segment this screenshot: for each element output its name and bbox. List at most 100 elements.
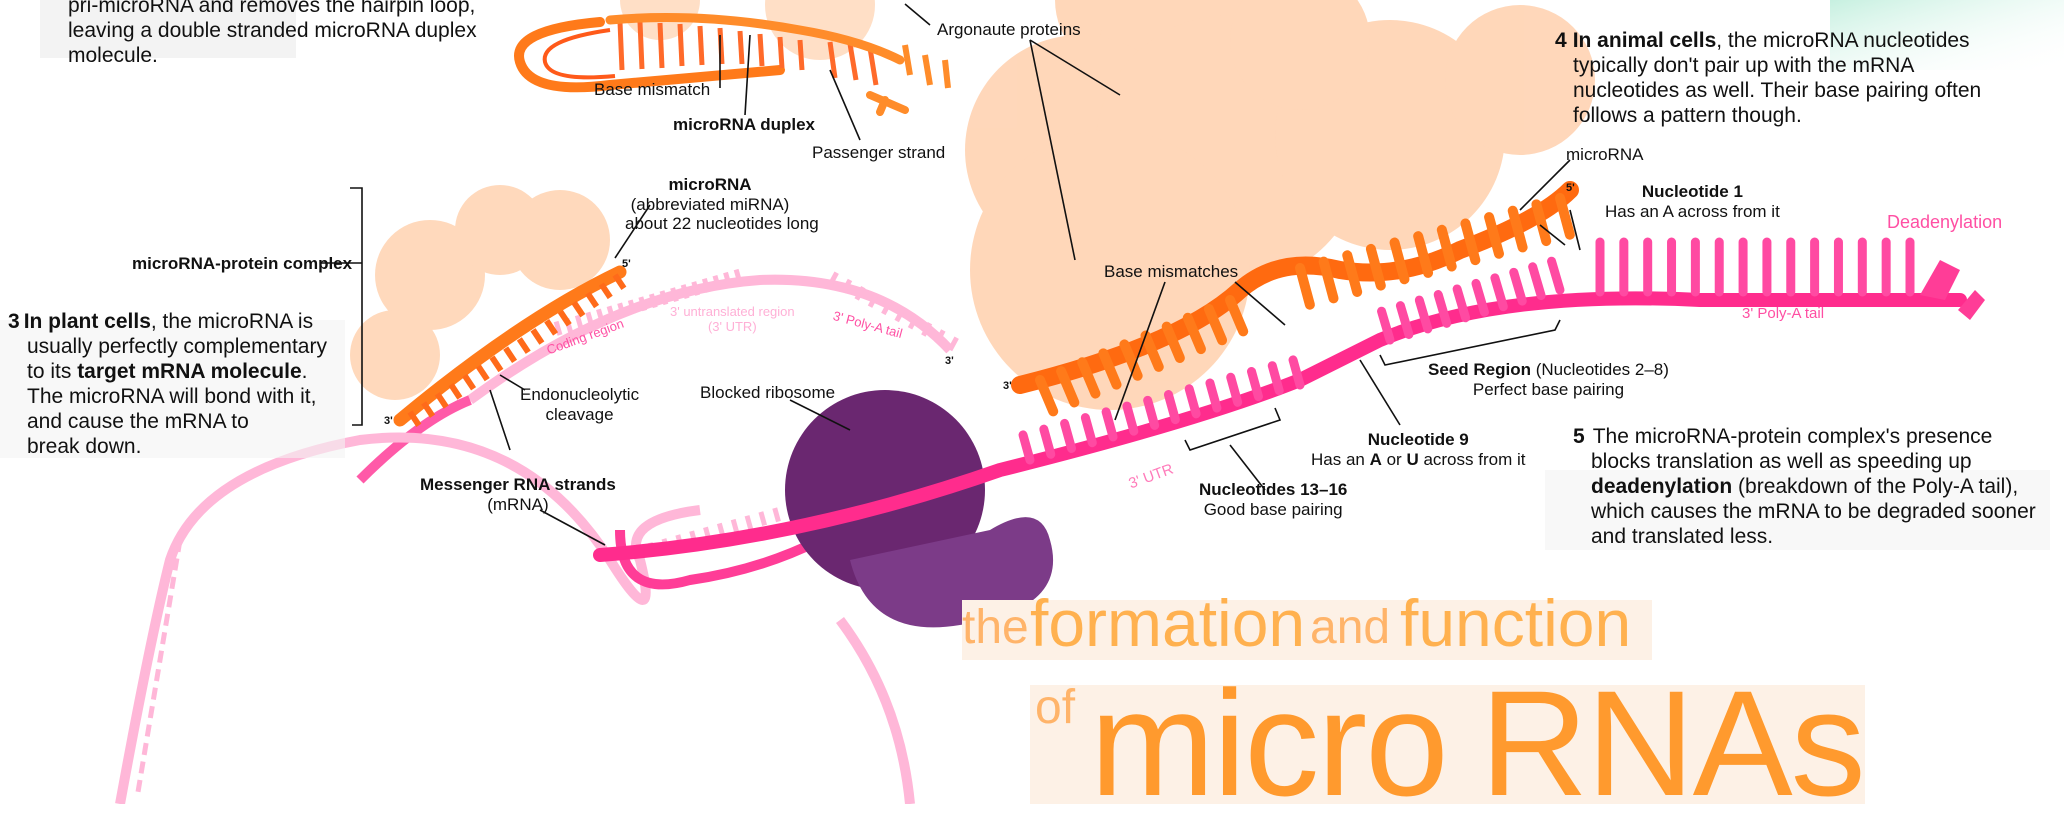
label-seed-region-group: Seed Region (Nucleotides 2–8) Perfect ba… xyxy=(1428,360,1669,399)
loop-mrna-base xyxy=(144,724,152,737)
loop-mrna-base xyxy=(163,613,171,627)
step3-line3b: target mRNA molecule xyxy=(77,360,302,383)
corner-tint xyxy=(1830,0,2064,70)
title-bg-1 xyxy=(962,600,1652,660)
right-end-3: 3' xyxy=(1003,380,1012,392)
plant-mrna-base xyxy=(596,308,605,324)
plant-microrna-base xyxy=(421,401,436,418)
label-mirna-protein-complex: microRNA-protein complex xyxy=(132,254,353,273)
loop-mrna-base xyxy=(730,518,740,534)
mrna-base xyxy=(1247,366,1263,402)
plant-microrna-base xyxy=(585,291,600,309)
plant-microrna-base xyxy=(462,373,477,391)
label-n9-b: A xyxy=(1369,449,1382,469)
label-nucleotide9-group: Nucleotide 9 Has an A or U across from i… xyxy=(1311,430,1525,469)
title-and: and xyxy=(1310,601,1391,654)
label-microrna-abbrev: (abbreviated miRNA) xyxy=(630,194,790,214)
right-end-5: 5' xyxy=(1566,182,1575,194)
plant-mrna-base xyxy=(670,287,679,303)
plant-microrna-base xyxy=(407,410,422,427)
ribosome xyxy=(785,390,1054,628)
mrna-base xyxy=(1080,413,1097,448)
title-bg-2 xyxy=(1030,685,1865,804)
title-function: function xyxy=(1400,586,1632,660)
microrna-base xyxy=(1531,199,1552,247)
microrna-base xyxy=(1077,357,1101,399)
loop-mrna-base xyxy=(166,594,174,608)
plant-microrna-base xyxy=(544,318,559,336)
mrna-base xyxy=(1226,372,1243,407)
step4-line4: follows a pattern though. xyxy=(1573,104,1802,127)
plant-mrna-base xyxy=(881,300,893,316)
top-duplex xyxy=(514,0,951,116)
step5-line2: blocks translation as well as speeding u… xyxy=(1591,450,1972,473)
step5-number: 5 xyxy=(1573,425,1585,448)
label-utr: 3' untranslated region xyxy=(670,304,795,319)
argonaute-blobs xyxy=(965,0,1595,410)
plant-microrna-base xyxy=(612,273,627,290)
mrna-base xyxy=(1288,355,1305,390)
mrna-main xyxy=(593,291,1967,562)
step3-line2: usually perfectly complementary xyxy=(27,335,327,358)
plant-mrna-light xyxy=(467,274,954,405)
loop-mrna-base xyxy=(138,761,146,774)
mrna-base xyxy=(1528,262,1546,301)
step3-line6: break down. xyxy=(27,435,142,458)
loop-mrna-base xyxy=(772,507,781,523)
plant-mrna-end-3: 3' xyxy=(945,355,954,367)
loop-mrna-base xyxy=(135,779,143,793)
plant-microrna-base xyxy=(530,328,545,345)
plant-mrna-base xyxy=(947,336,959,352)
label-n9-c: or xyxy=(1381,449,1407,469)
plant-microrna-base xyxy=(448,382,463,400)
mrna-loop-strand-2 xyxy=(835,617,915,804)
step3-number: 3 xyxy=(8,310,20,333)
label-nucleotides-13-16: Nucleotides 13–16 xyxy=(1199,480,1348,499)
title-of: of xyxy=(1035,681,1076,734)
step4-line1: , the microRNA nucleotides xyxy=(1716,29,1970,52)
mrna-base xyxy=(1395,301,1414,339)
plant-mrna xyxy=(356,395,472,484)
mrna-base xyxy=(1184,384,1201,419)
step3-bg xyxy=(0,320,345,458)
mrna-base xyxy=(1452,284,1471,323)
microrna-base xyxy=(1225,295,1249,337)
plant-mrna-light-rungs xyxy=(553,268,959,352)
plant-microrna-base xyxy=(434,392,449,409)
plant-end-3: 3' xyxy=(384,415,393,427)
microrna-base xyxy=(1555,193,1575,240)
label-nucleotide1-group: Nucleotide 1 Has an A across from it xyxy=(1605,182,1780,221)
label-nucleotide1-detail: Has an A across from it xyxy=(1605,201,1780,221)
label-nucleotide1: Nucleotide 1 xyxy=(1641,182,1743,201)
label-passenger-strand: Passenger strand xyxy=(812,143,946,162)
plant-mrna-base xyxy=(617,302,626,318)
label-cleavage: cleavage xyxy=(545,404,614,424)
microrna-base xyxy=(1342,250,1363,297)
plant-microrna-base xyxy=(489,355,504,373)
mrna-base xyxy=(1377,306,1395,345)
plant-microrna-rungs xyxy=(407,273,627,427)
step3-line5: and cause the mRNA to xyxy=(27,410,249,433)
top-duplex-rungs xyxy=(617,21,879,86)
plant-mrna-base xyxy=(867,293,879,308)
mrna-loop xyxy=(115,432,701,804)
mrna-base xyxy=(1122,401,1139,436)
plant-argonaute xyxy=(350,185,610,400)
plant-mrna-base xyxy=(574,314,584,330)
title-rnas: RNAs xyxy=(1480,659,1866,827)
microrna-base xyxy=(1295,263,1315,310)
microrna-base xyxy=(1507,205,1528,253)
mrna-base xyxy=(1101,407,1118,442)
label-seed-region-rest: (Nucleotides 2–8) xyxy=(1530,360,1669,379)
plant-microrna-base xyxy=(475,364,490,382)
mrna-base xyxy=(1509,267,1527,306)
microrna-base xyxy=(1098,348,1122,390)
plant-mrna-base xyxy=(553,320,563,336)
mrna-base xyxy=(1433,290,1452,328)
loop-mrna-base xyxy=(160,631,168,645)
plant-microrna-base xyxy=(598,282,613,300)
plant-mrna-base xyxy=(638,296,648,312)
microrna-base xyxy=(1182,312,1206,355)
label-microrna-duplex: microRNA duplex xyxy=(673,115,816,134)
